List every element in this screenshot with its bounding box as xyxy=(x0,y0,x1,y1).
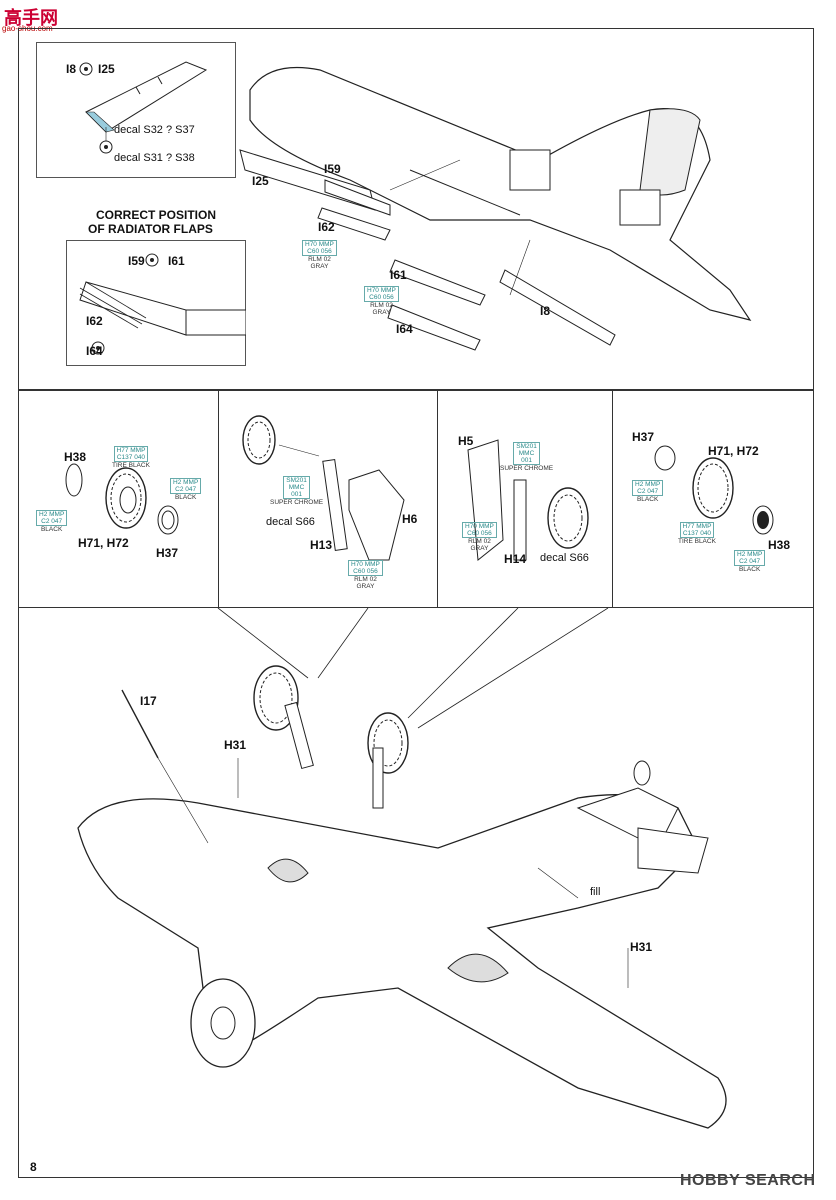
hobby-search-watermark: HOBBY SEARCH xyxy=(680,1172,816,1189)
radiator-label-i61: I61 xyxy=(168,254,185,268)
panel3-strut-drawing xyxy=(467,439,589,561)
watermark-logo: 高手网 xyxy=(4,8,58,28)
divider-1 xyxy=(218,390,219,608)
panel1-label-h37: H37 xyxy=(156,546,179,560)
panel2-strut-drawing xyxy=(242,415,405,561)
label-i25-top: I25 xyxy=(252,174,269,188)
panel1-wheel-drawing xyxy=(65,463,179,535)
radiator-box xyxy=(66,240,246,366)
label-i62-top: I62 xyxy=(318,220,335,234)
bottom-label-h31-b: H31 xyxy=(630,940,653,954)
panel4-label-h37: H37 xyxy=(632,430,655,444)
inset-decal-box xyxy=(36,42,236,178)
label-i64-top: I64 xyxy=(396,322,413,336)
divider-2 xyxy=(437,390,438,608)
panel1-label-h71: H71, H72 xyxy=(78,536,129,550)
bottom-label-i17: I17 xyxy=(140,694,157,708)
panel4-label-h38: H38 xyxy=(768,538,791,552)
inset-decal-2: decal S31 ? S38 xyxy=(114,152,195,164)
bottom-label-h31-a: H31 xyxy=(224,738,247,752)
top-section-frame xyxy=(18,28,814,390)
wing-underside-drawing xyxy=(239,67,752,351)
label-i61-top: I61 xyxy=(390,268,407,282)
radiator-title-1: CORRECT POSITION xyxy=(96,208,217,222)
radiator-label-i64: I64 xyxy=(86,344,103,358)
radiator-label-i62: I62 xyxy=(86,314,103,328)
panel3-label-h14: H14 xyxy=(504,552,527,566)
aircraft-underside-drawing xyxy=(77,608,727,1129)
inset-label-i8: I8 xyxy=(66,62,77,76)
panel3-decal: decal S66 xyxy=(540,552,589,564)
panel3-label-h5: H5 xyxy=(458,434,474,448)
radiator-label-i59: I59 xyxy=(128,254,145,268)
inset-decal-1: decal S32 ? S37 xyxy=(114,124,195,136)
middle-section-frame xyxy=(18,390,814,608)
label-i8-top: I8 xyxy=(540,304,551,318)
label-i59-top: I59 xyxy=(324,162,341,176)
divider-3 xyxy=(612,390,613,608)
inset-flap-drawing xyxy=(79,61,208,154)
panel2-label-h13: H13 xyxy=(310,538,333,552)
panel4-wheel-drawing xyxy=(654,445,774,535)
radiator-flap-drawing xyxy=(79,253,246,355)
page-number: 8 xyxy=(30,1160,37,1174)
bottom-label-fill: fill xyxy=(590,886,601,898)
panel4-label-h71: H71, H72 xyxy=(708,444,759,458)
panel1-label-h38: H38 xyxy=(64,450,87,464)
inset-label-i25: I25 xyxy=(98,62,115,76)
radiator-title-2: OF RADIATOR FLAPS xyxy=(88,222,213,236)
panel2-label-h6: H6 xyxy=(402,512,418,526)
panel2-decal: decal S66 xyxy=(266,516,315,528)
bottom-section-frame xyxy=(18,608,814,1178)
